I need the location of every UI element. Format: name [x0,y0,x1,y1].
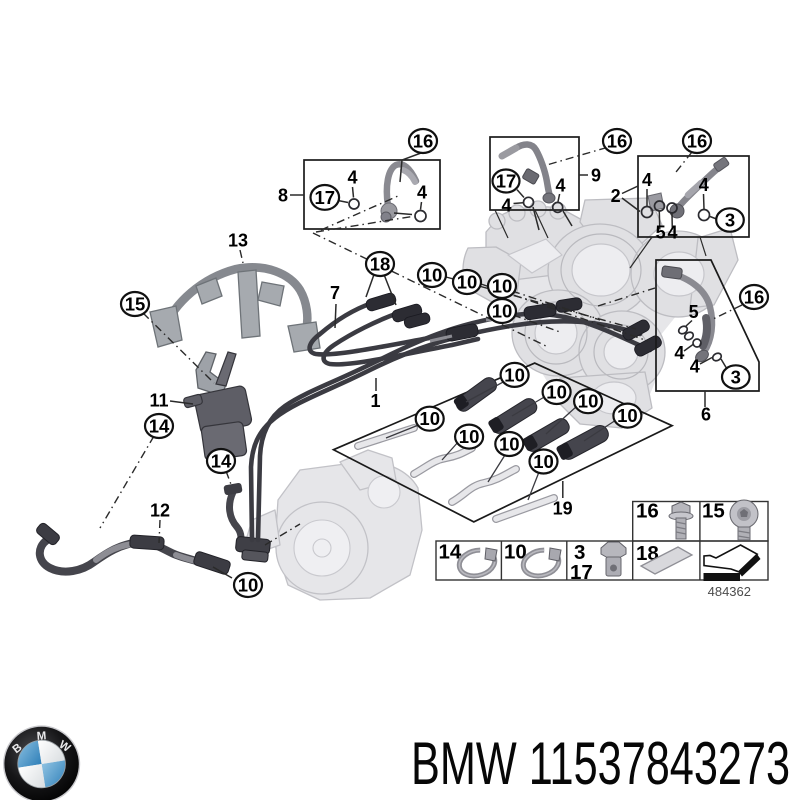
svg-text:8: 8 [278,186,288,206]
svg-text:10: 10 [504,364,525,385]
svg-text:17: 17 [570,561,593,584]
svg-text:15: 15 [702,500,725,523]
svg-text:4: 4 [555,176,565,196]
svg-text:7: 7 [330,283,340,303]
svg-text:3: 3 [725,210,735,231]
svg-text:4: 4 [690,357,700,377]
svg-text:10: 10 [422,265,443,286]
svg-text:10: 10 [578,391,599,412]
svg-text:16: 16 [744,287,765,308]
svg-text:4: 4 [674,343,684,363]
svg-text:4: 4 [417,183,427,203]
svg-text:19: 19 [553,498,573,518]
svg-text:10: 10 [238,575,259,596]
svg-text:10: 10 [504,541,527,564]
svg-text:16: 16 [636,500,659,523]
svg-text:17: 17 [315,187,336,208]
svg-text:14: 14 [211,451,232,472]
svg-text:4: 4 [667,223,677,243]
svg-text:4: 4 [642,170,652,190]
svg-text:14: 14 [439,541,462,564]
svg-text:10: 10 [492,301,513,322]
svg-text:16: 16 [413,131,434,152]
svg-text:10: 10 [492,276,513,297]
svg-text:484362: 484362 [708,584,751,599]
svg-text:10: 10 [457,272,478,293]
svg-text:4: 4 [501,196,511,216]
svg-text:10: 10 [533,451,554,472]
svg-text:6: 6 [701,405,711,425]
svg-text:3: 3 [574,541,585,564]
svg-text:14: 14 [149,416,170,437]
svg-text:1: 1 [370,391,380,411]
svg-text:13: 13 [228,231,248,251]
svg-text:4: 4 [699,175,709,195]
svg-text:10: 10 [546,382,567,403]
svg-text:5: 5 [656,223,666,243]
svg-text:9: 9 [591,166,601,186]
svg-text:5: 5 [689,302,699,322]
svg-text:3: 3 [731,367,741,388]
svg-text:10: 10 [419,408,440,429]
svg-text:15: 15 [125,294,146,315]
svg-text:2: 2 [611,186,621,206]
svg-text:10: 10 [499,434,520,455]
svg-text:17: 17 [496,171,517,192]
svg-text:16: 16 [687,131,708,152]
svg-text:10: 10 [459,426,480,447]
svg-text:16: 16 [607,131,628,152]
svg-text:12: 12 [150,501,170,521]
svg-text:M: M [36,730,46,743]
svg-text:11: 11 [149,391,168,411]
svg-text:BMW 11537843273: BMW 11537843273 [411,730,790,798]
svg-text:4: 4 [347,168,357,188]
svg-text:10: 10 [617,405,638,426]
svg-text:18: 18 [370,254,391,275]
